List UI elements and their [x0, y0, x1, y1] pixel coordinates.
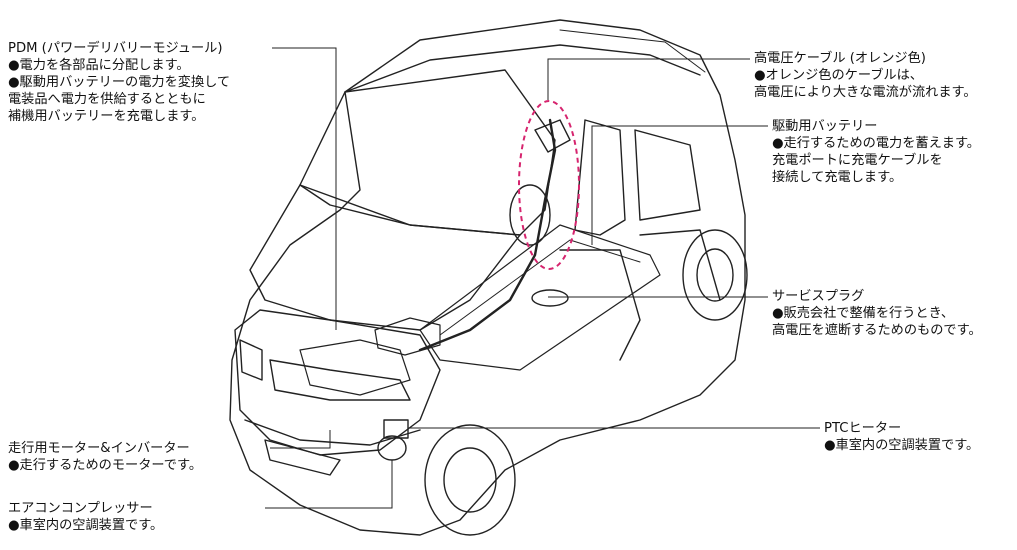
door-line [559, 249, 641, 361]
callout-battery-line-3: 接続して充電します。 [772, 170, 903, 185]
windshield [299, 69, 556, 236]
callout-battery-line-1: ●走行するための電力を蓄えます。 [772, 136, 980, 151]
headlight-left [239, 339, 263, 381]
roof-rail [559, 29, 706, 73]
grille [269, 359, 411, 401]
pdm-unit [374, 317, 441, 356]
front-wheel-hub [443, 447, 497, 513]
battery-pack-ridge [439, 239, 641, 336]
hv-cable [418, 118, 557, 352]
callout-ptc-heater-title: PTCヒーター [824, 421, 902, 436]
callout-pdm-line-2: ●駆動用バッテリーの電力を変換して [8, 75, 231, 90]
roof-line [344, 44, 701, 93]
side-window-front [574, 119, 626, 236]
callout-hv-cable-line-1: ●オレンジ色のケーブルは、 [754, 68, 923, 83]
callout-battery-line-2: 充電ポートに充電ケーブルを [772, 153, 943, 168]
ptc-heater-unit [383, 419, 409, 439]
callout-motor-line-1: ●走行するためのモーターです。 [8, 458, 203, 473]
callout-compressor-title: エアコンコンプレッサー [8, 501, 153, 516]
hv-cable-connector [534, 119, 571, 153]
callout-pdm: PDM (パワーデリバリーモジュール) ●電力を各部品に分配します。 ●駆動用バ… [8, 40, 230, 125]
callout-pdm-line-1: ●電力を各部品に分配します。 [8, 58, 190, 73]
hv-cable-highlight [518, 100, 580, 270]
rear-wheel-hub [696, 248, 734, 302]
callout-motor: 走行用モーター&インバーター ●走行するためのモーターです。 [8, 440, 202, 474]
service-plug [531, 289, 569, 307]
callout-battery: 駆動用バッテリー ●走行するための電力を蓄えます。 充電ポートに充電ケーブルを … [772, 118, 980, 186]
leader-hv-cable [547, 58, 750, 100]
callout-compressor-line-1: ●車室内の空調装置です。 [8, 518, 164, 533]
callout-ptc-heater: PTCヒーター ●車室内の空調装置です。 [824, 420, 979, 454]
callout-hv-cable-line-2: 高電圧により大きな電流が流れます。 [754, 85, 977, 100]
callout-pdm-line-3: 電装品へ電力を供給するとともに [8, 92, 206, 107]
callout-hv-cable: 高電圧ケーブル (オレンジ色) ●オレンジ色のケーブルは、 高電圧により大きな電… [754, 50, 977, 101]
leader-pdm [272, 47, 337, 330]
door-line-rear [639, 229, 721, 301]
callout-pdm-title: PDM (パワーデリバリーモジュール) [8, 41, 223, 56]
callout-battery-title: 駆動用バッテリー [772, 119, 878, 134]
front-fascia [234, 309, 441, 456]
rear-wheel [682, 229, 748, 321]
leader-compressor [265, 460, 393, 509]
leader-battery [591, 125, 768, 245]
rear-wheel-left [509, 184, 551, 246]
front-wheel [424, 424, 516, 536]
motor-block [299, 339, 411, 396]
callout-service-plug-line-1: ●販売会社で整備を行うとき、 [772, 306, 955, 321]
callout-service-plug: サービスプラグ ●販売会社で整備を行うとき、 高電圧を遮断するためのものです。 [772, 288, 982, 339]
callout-service-plug-title: サービスプラグ [772, 289, 865, 304]
lower-grille [264, 439, 341, 476]
callout-pdm-line-4: 補機用バッテリーを充電します。 [8, 109, 205, 124]
hood [249, 184, 521, 331]
battery-pack [419, 224, 661, 371]
callout-service-plug-line-2: 高電圧を遮断するためのものです。 [772, 323, 982, 338]
side-window-rear [634, 129, 701, 221]
callout-compressor: エアコンコンプレッサー ●車室内の空調装置です。 [8, 500, 163, 534]
callout-hv-cable-title: 高電圧ケーブル (オレンジ色) [754, 51, 926, 66]
callout-motor-title: 走行用モーター&インバーター [8, 441, 190, 456]
leader-motor [270, 430, 331, 449]
car-body-outline [229, 19, 746, 536]
callout-ptc-heater-line-1: ●車室内の空調装置です。 [824, 438, 980, 453]
